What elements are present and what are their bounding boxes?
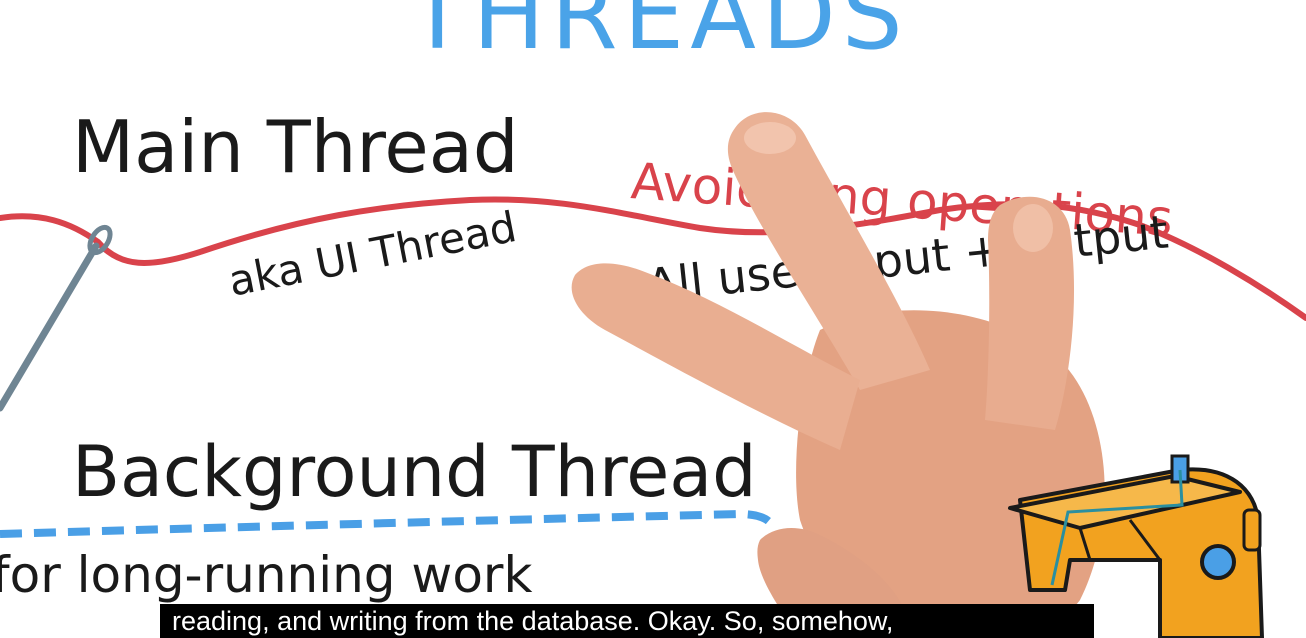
subtitle-caption: reading, and writing from the database. … bbox=[160, 604, 1094, 638]
main-thread-title: Main Thread bbox=[72, 105, 519, 189]
background-thread-title: Background Thread bbox=[72, 431, 757, 513]
background-thread-note: for long-running work bbox=[0, 546, 532, 604]
sewing-machine-icon bbox=[1008, 454, 1264, 638]
main-thread-line bbox=[0, 196, 1306, 321]
needle-icon bbox=[0, 224, 113, 412]
background-thread-line bbox=[0, 509, 776, 538]
heading-threads: THREADS bbox=[407, 0, 909, 71]
